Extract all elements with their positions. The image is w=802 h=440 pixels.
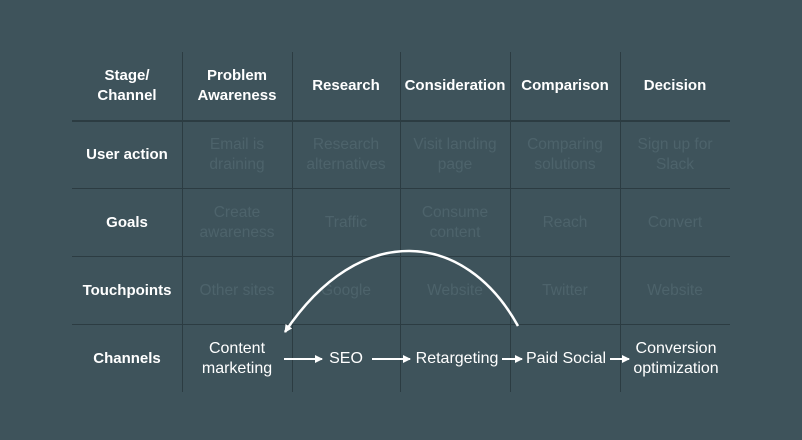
stage-header-consideration: Consideration — [400, 52, 510, 120]
cell-line: draining — [209, 156, 265, 173]
stage-header-line: Consideration — [404, 77, 506, 94]
cell-line: Website — [647, 281, 703, 299]
cell-line: Research — [312, 136, 380, 153]
corner-header-line: Stage/ — [104, 67, 150, 84]
corner-header-line: Channel — [97, 87, 157, 104]
cell-line: optimization — [633, 359, 719, 377]
vertical-divider — [510, 52, 511, 392]
row-label-user-action: User action — [86, 146, 168, 163]
cell-line: Email is — [209, 136, 265, 153]
cell-goals-comparison: Reach — [510, 189, 620, 256]
cell-touchpoints-decision: Website — [620, 257, 730, 324]
stage-header-problem-awareness: Problem Awareness — [182, 52, 292, 120]
vertical-divider — [620, 52, 621, 392]
row-label-touchpoints: Touchpoints — [82, 281, 172, 299]
cell-goals-consideration: Consume content — [400, 189, 510, 256]
arrow-paid-social-loop-to-content — [283, 249, 520, 333]
cell-line: Website — [427, 281, 483, 299]
row-divider — [72, 324, 730, 325]
cell-user-action-consideration: Visit landing page — [400, 122, 510, 188]
cell-user-action-research: Research alternatives — [292, 122, 400, 188]
stage-header-line: Problem — [206, 67, 267, 84]
channel-seo: SEO — [318, 325, 374, 392]
channel-content-marketing: Content marketing — [182, 325, 292, 392]
cell-touchpoints-research: Google — [292, 257, 400, 324]
cell-line: Other sites — [199, 281, 275, 299]
cell-line: solutions — [534, 156, 596, 173]
stage-header-research: Research — [292, 52, 400, 120]
cell-line: Paid Social — [525, 349, 607, 367]
cell-line: Content — [208, 339, 266, 357]
stage-header-comparison: Comparison — [510, 52, 620, 120]
cell-line: page — [437, 156, 473, 173]
cell-touchpoints-awareness: Other sites — [182, 257, 292, 324]
cell-goals-awareness: Create awareness — [182, 189, 292, 256]
cell-line: alternatives — [306, 156, 386, 173]
cell-touchpoints-comparison: Twitter — [510, 257, 620, 324]
cell-line: Convert — [647, 213, 703, 231]
cell-line: Visit landing — [413, 136, 497, 153]
cell-line: Sign up for — [637, 136, 713, 153]
cell-touchpoints-consideration: Website — [400, 257, 510, 324]
vertical-divider — [182, 52, 183, 392]
stage-header-line: Awareness — [197, 87, 277, 104]
stage-header-line: Comparison — [521, 77, 609, 94]
stage-header-decision: Decision — [620, 52, 730, 120]
corner-header: Stage/ Channel — [72, 52, 182, 120]
cell-line: awareness — [199, 223, 275, 241]
cell-line: Conversion — [635, 339, 717, 357]
vertical-divider — [292, 52, 293, 392]
cell-user-action-awareness: Email is draining — [182, 122, 292, 188]
stage-header-line: Decision — [643, 77, 707, 94]
header-divider — [72, 120, 730, 122]
channel-paid-social: Paid Social — [520, 325, 612, 392]
row-divider — [72, 188, 730, 189]
vertical-divider — [400, 52, 401, 392]
cell-line: Consume — [421, 203, 489, 221]
row-divider — [72, 256, 730, 257]
cell-line: Retargeting — [415, 349, 499, 367]
row-label-goals: Goals — [106, 213, 148, 231]
stage-header-line: Research — [312, 77, 380, 94]
cell-line: SEO — [329, 349, 363, 367]
cell-user-action-decision: Sign up for Slack — [620, 122, 730, 188]
cell-line: Comparing — [527, 136, 603, 153]
cell-line: Traffic — [324, 213, 368, 231]
channel-retargeting: Retargeting — [410, 325, 504, 392]
row-label-channels: Channels — [93, 349, 161, 367]
cell-goals-decision: Convert — [620, 189, 730, 256]
cell-user-action-comparison: Comparing solutions — [510, 122, 620, 188]
cell-line: content — [429, 223, 481, 241]
cell-line: Google — [321, 281, 371, 299]
cell-goals-research: Traffic — [292, 189, 400, 256]
cell-line: marketing — [201, 359, 273, 377]
cell-line: Slack — [656, 156, 694, 173]
channel-conversion-optimization: Conversion optimization — [622, 325, 730, 392]
cell-line: Create — [213, 203, 261, 221]
cell-line: Twitter — [542, 281, 588, 299]
cell-line: Reach — [542, 213, 588, 231]
